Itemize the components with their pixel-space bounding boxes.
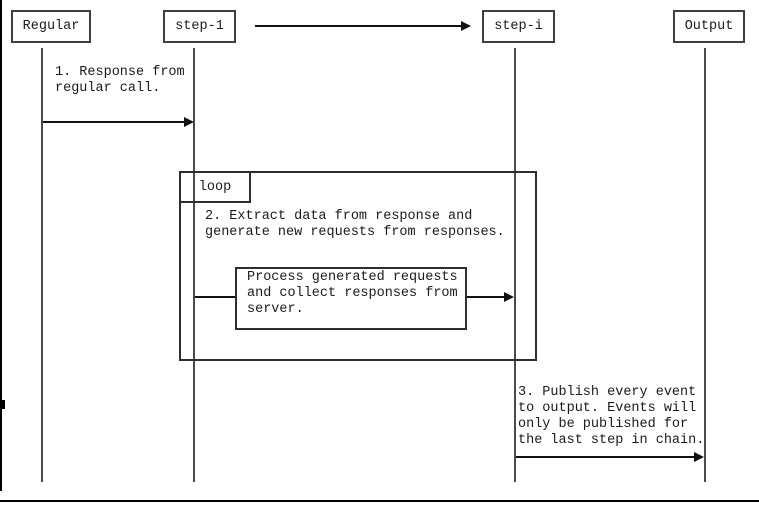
page-left-border (0, 0, 2, 491)
message-1-label: 1. Response from regular call. (55, 65, 185, 96)
lifeline-output (704, 48, 706, 482)
message-3-arrow-head-icon (694, 452, 704, 462)
loop-frame (179, 171, 537, 361)
participant-label-step-1: step-1 (175, 18, 224, 34)
chain-arrow-head-icon (461, 21, 471, 31)
message-2-label: 2. Extract data from response and genera… (205, 209, 505, 240)
participant-box-step-1: step-1 (163, 10, 236, 43)
participant-box-output: Output (673, 10, 745, 43)
page-bottom-border (0, 500, 759, 502)
message-1-arrow-line (43, 121, 184, 123)
message-3-label: 3. Publish every event to output. Events… (518, 385, 705, 448)
participant-label-output: Output (684, 18, 734, 34)
loop-label-box: loop (179, 171, 251, 203)
lifeline-regular (41, 48, 43, 482)
loop-label: loop (198, 179, 232, 195)
lifeline-step-1 (193, 48, 195, 482)
process-box-label: Process generated requests and collect r… (247, 270, 458, 317)
process-box (235, 267, 467, 330)
message-1-arrow-head-icon (184, 117, 194, 127)
participant-box-regular: Regular (11, 10, 91, 43)
process-out-arrow-line (467, 296, 504, 298)
page-left-border-notch (0, 400, 5, 409)
message-3-arrow-line (516, 456, 694, 458)
lifeline-step-i (514, 48, 516, 482)
participant-label-step-i: step-i (494, 18, 543, 34)
participant-label-regular: Regular (22, 18, 80, 34)
process-out-arrow-head-icon (504, 292, 514, 302)
participant-box-step-i: step-i (482, 10, 555, 43)
chain-arrow-line (255, 25, 461, 27)
process-in-line (195, 296, 235, 298)
